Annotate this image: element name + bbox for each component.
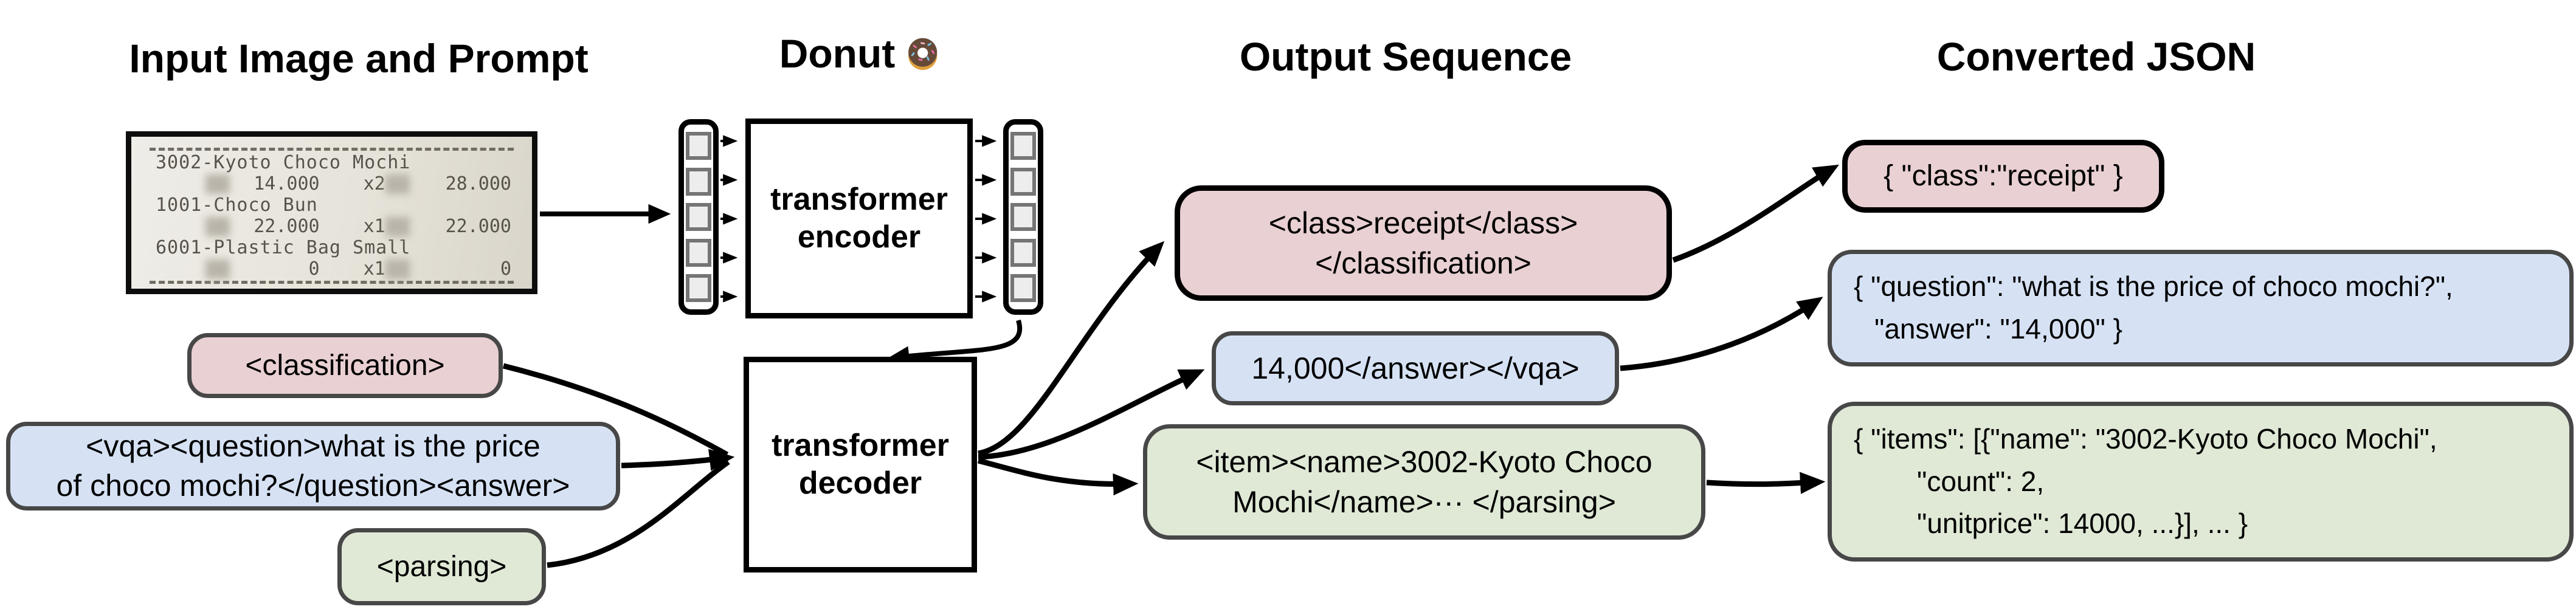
arrow-embeddings-to-decoder [886,319,1022,366]
receipt-redaction-blur [385,259,410,279]
arrow-vqa-output-to-json [1620,297,1823,371]
receipt-amount-row: 22.000 x1 22.000 [147,216,516,237]
donut-icon [908,38,937,70]
prompt-parsing: <parsing> [337,528,546,605]
receipt-redaction-blur [385,174,410,194]
patch-token [686,167,711,196]
arrows-patches-to-encoder [720,135,738,303]
prompt-vqa: <vqa><question>what is the price of choc… [6,422,620,511]
receipt-redaction-blur [205,259,230,279]
transformer-decoder-block: transformer decoder [744,357,977,572]
receipt-item-name: 6001-Plastic Bag Small [156,237,411,258]
arrow-parsing-prompt-to-decoder [547,459,730,568]
json-parsing: { "items": [{"name": "3002-Kyoto Choco M… [1828,402,2574,562]
embedding-token [1010,167,1036,196]
output-vqa-sequence: 14,000</answer></vqa> [1212,331,1619,405]
output-parsing-sequence: <item><name>3002-Kyoto Choco Mochi</name… [1143,424,1705,540]
input-receipt-image: 3002-Kyoto Choco Mochi 14.000 x2 28.000 … [126,131,537,294]
receipt-item-name: 3002-Kyoto Choco Mochi [156,152,411,173]
receipt-redaction-blur [205,216,230,236]
embedding-token [1010,132,1036,160]
embedding-token [1010,203,1036,231]
header-input-image-and-prompt: Input Image and Prompt [129,36,589,81]
output-embedding-column [1003,119,1043,315]
arrow-vqa-prompt-to-decoder [621,449,735,471]
receipt-divider [150,281,514,284]
patch-token [686,274,711,302]
input-patch-column [679,119,719,315]
receipt-redaction-blur [205,174,230,194]
arrow-classification-prompt-to-decoder [502,363,729,457]
receipt-item-name: 1001-Choco Bun [156,194,318,216]
patch-token [686,203,711,231]
arrow-decoder-to-vqa-output [978,369,1205,460]
receipt-divider [150,148,514,151]
receipt-amount-row: 0 x1 0 [147,258,516,280]
embedding-token [1010,238,1036,267]
receipt-redaction-blur [385,216,410,236]
arrow-classification-output-to-json [1672,164,1839,263]
patch-token [686,132,711,160]
arrow-parsing-output-to-json [1706,472,1826,494]
prompt-classification: <classification> [187,333,503,398]
arrow-decoder-to-parsing-output [977,458,1139,496]
receipt-amount-row: 14.000 x2 28.000 [147,173,516,194]
patch-token [686,238,711,267]
embedding-token [1010,274,1036,302]
json-vqa: { "question": "what is the price of choc… [1828,250,2574,366]
header-donut-label: Donut [779,31,896,76]
arrow-decoder-to-classification-output [978,241,1165,456]
header-output-sequence: Output Sequence [1239,34,1572,79]
json-classification: { "class":"receipt" } [1842,140,2164,213]
output-classification-sequence: <class>receipt</class> </classification> [1175,185,1672,301]
header-converted-json: Converted JSON [1936,34,2256,79]
arrows-encoder-to-embeddings [975,135,997,303]
transformer-encoder-block: transformer encoder [745,119,973,318]
header-donut: Donut [779,30,941,77]
